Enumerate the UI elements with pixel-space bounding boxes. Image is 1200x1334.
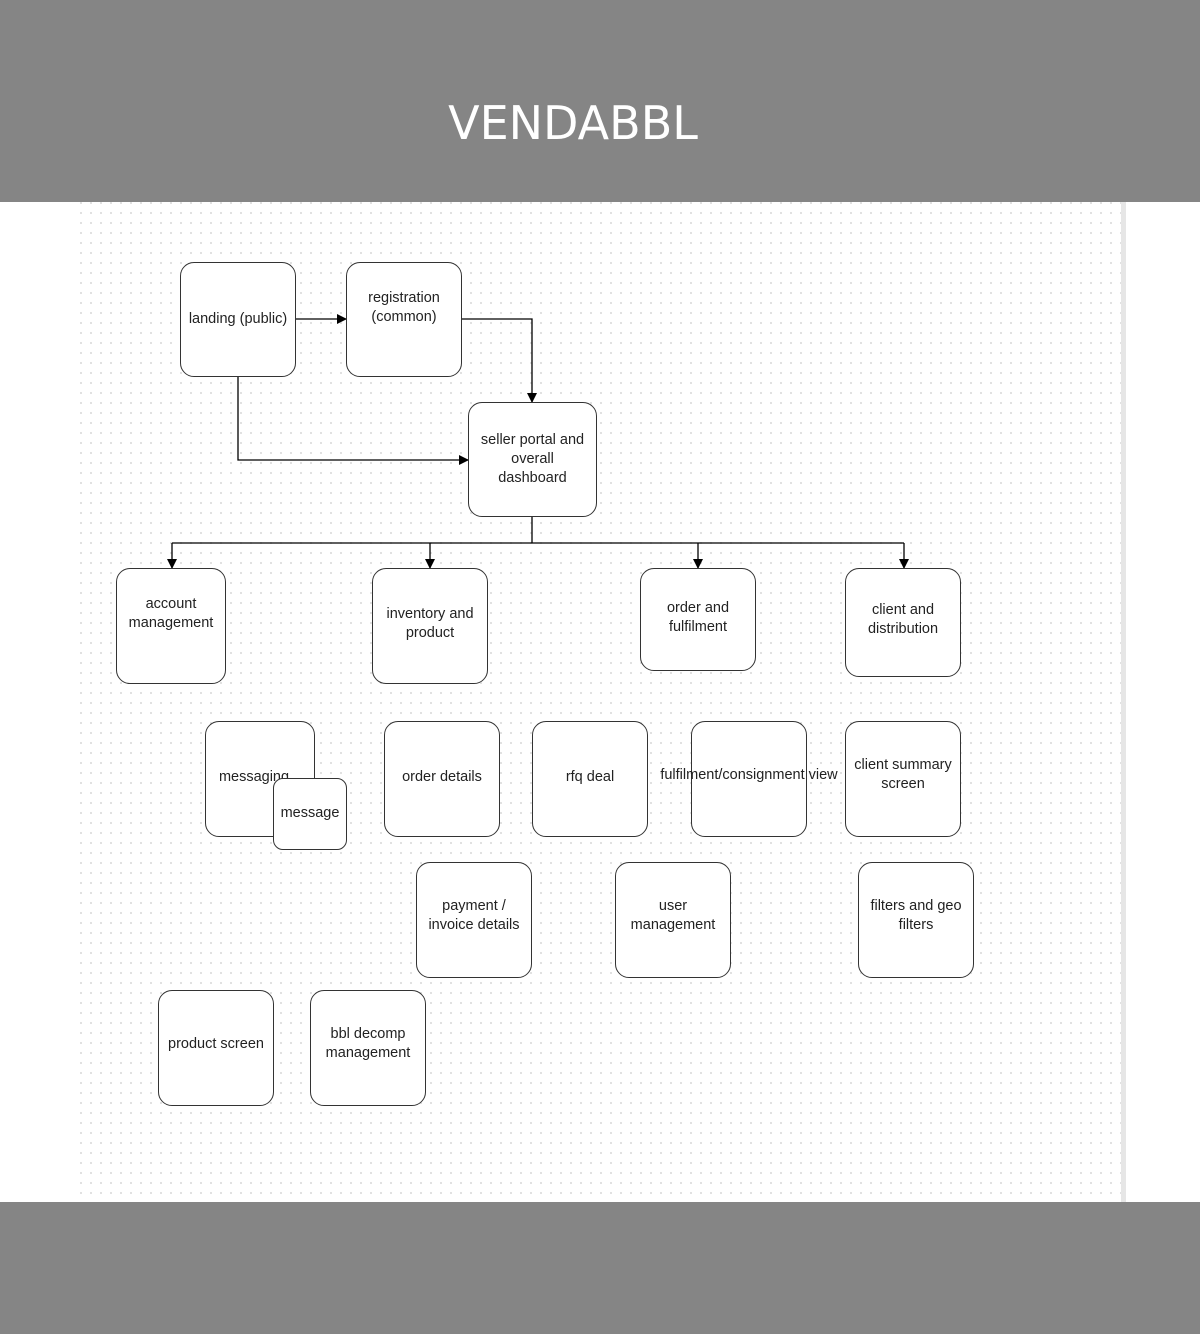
header-bar: VENDABBL [0,0,1200,202]
node-client-summary[interactable]: client summary screen [845,721,961,837]
node-landing[interactable]: landing (public) [180,262,296,377]
node-order-details[interactable]: order details [384,721,500,837]
node-inventory-product[interactable]: inventory and product [372,568,488,684]
node-user-management[interactable]: user management [615,862,731,978]
node-account-management[interactable]: account management [116,568,226,684]
canvas-scrollbar-edge [1121,202,1126,1202]
node-payment-invoice[interactable]: payment / invoice details [416,862,532,978]
node-fulfilment-view[interactable]: fulfilment/consignment view [660,721,838,837]
node-client-distribution[interactable]: client and distribution [845,568,961,677]
node-order-fulfilment[interactable]: order and fulfilment [640,568,756,671]
node-filters-geo[interactable]: filters and geo filters [858,862,974,978]
node-rfq-deal[interactable]: rfq deal [532,721,648,837]
right-margin [1126,202,1200,1202]
node-registration[interactable]: registration (common) [346,262,462,377]
node-seller-portal[interactable]: seller portal and overall dashboard [468,402,597,517]
node-bbl-decomp[interactable]: bbl decomp management [310,990,426,1106]
footer-bar [0,1202,1200,1334]
node-message[interactable]: message [273,778,347,850]
node-product-screen[interactable]: product screen [158,990,274,1106]
page-title: VENDABBL [448,96,698,150]
